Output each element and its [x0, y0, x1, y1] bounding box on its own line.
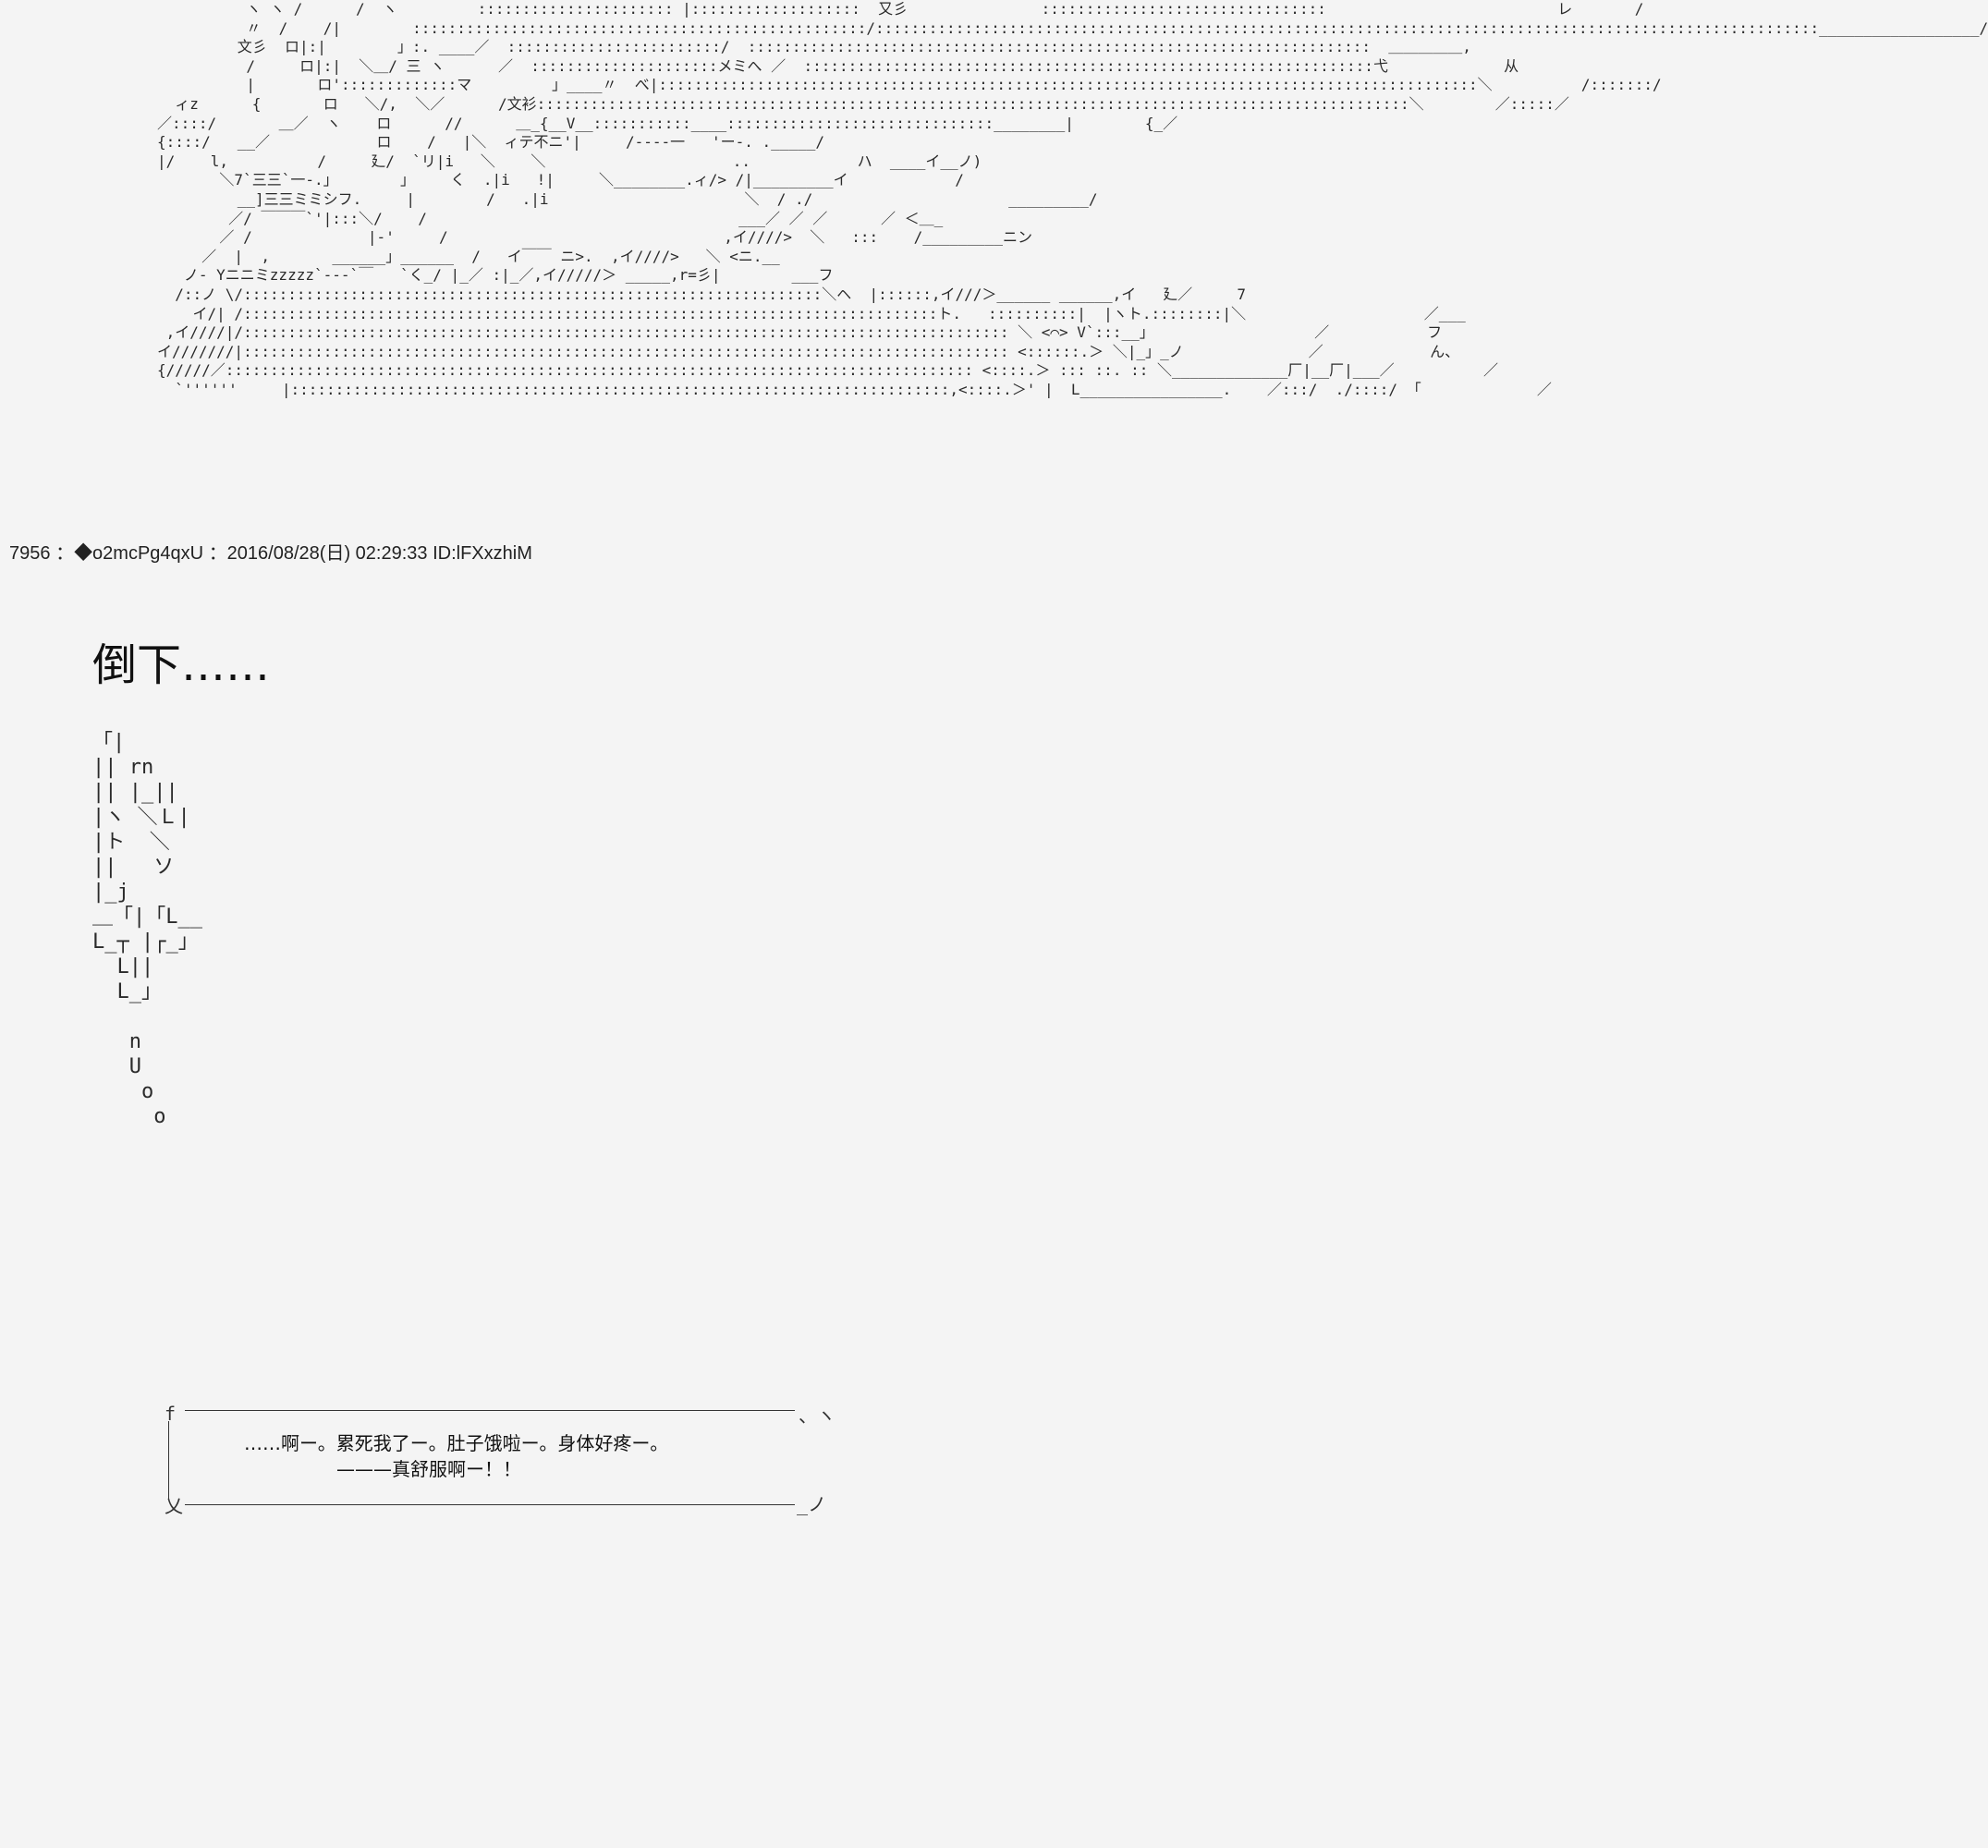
post-datetime: ：2016/08/28(日) 02:29:33	[208, 543, 428, 564]
main-text: 倒下……	[92, 639, 271, 691]
sound-effect-line: |ヽ ＼Ｌ|	[92, 806, 190, 829]
ascii-art-line: ノ‐ Yニニミzzzzz`--‐`￣ `く_/ |_／ :|_／,イ/////＞…	[157, 266, 834, 285]
ascii-art-line: ／::::/ ＿／ ヽ ロ // ＿_{__V__:::::::::::____…	[157, 114, 1178, 132]
speech-bubble-corner-bottom-right: _ノ	[797, 1493, 827, 1515]
ascii-art-line: |/ l, / 廴/ `リ|i ＼ ＼ .. ハ ____イ__ノ)	[157, 152, 982, 170]
speech-line-2: ———真舒服啊ー！！	[336, 1458, 521, 1480]
ascii-art-line: / ロ|:| ＼＿/ 三 ヽ ／ :::::::::::::::::::::メミ…	[157, 56, 1519, 75]
speech-bubble-corner-top-right: 、ヽ	[799, 1404, 835, 1427]
speech-bubble-corner-top-left: f	[165, 1403, 177, 1425]
speech-bubble: f 、ヽ 乂 _ノ ……啊ー。累死我了ー。肚子饿啦ー。身体好疼ー。 ———真舒服…	[165, 1403, 835, 1517]
sound-effect-line: || |_||	[92, 781, 178, 804]
sound-effect-line: L_┬ |┌_」	[92, 930, 199, 954]
sound-effect-line: o	[92, 1080, 154, 1103]
ascii-art-line: ＼7`三三`一-.」 」 く .|i !| ＼________.ィ/> /|__…	[157, 171, 964, 189]
ascii-art-line: ／/ ￣￣￣`'|:::＼/ / ___／ ／ ／ ／ ＜＿_	[157, 209, 944, 227]
speech-bubble-bottom-border	[185, 1504, 795, 1505]
sound-effect-lines: 「| || rn || |_|| |ヽ ＼Ｌ| |ト ＼ || ソ |_j ＿「…	[92, 730, 240, 1129]
ascii-art-line: ／ / |‐' / ,イ////> ＼ ::: /_________ニン	[157, 228, 1032, 247]
speech-bubble-left-border	[168, 1421, 169, 1499]
speech-bubble-top-border	[185, 1410, 795, 1411]
ascii-art-line: {::::/ __／ ロ / |＼ ィテ不ニ'| /‐‐‐‐一 'ー‐. .__…	[157, 133, 824, 152]
speech-bubble-corner-bottom-left: 乂	[165, 1495, 183, 1517]
sound-effect-line: L_」	[92, 980, 162, 1003]
sound-effect-line: n	[92, 1030, 141, 1053]
ascii-art-line: __]三三ミミシフ. | / .|i ＼ / ./ _________/	[157, 189, 1098, 208]
post-separator: ：	[55, 543, 75, 564]
ascii-art-line: {/////／:::::::::::::::::::::::::::::::::…	[157, 361, 1498, 380]
sound-effect-art: 「| || rn || |_|| |ヽ ＼Ｌ| |ト ＼ || ソ |_j ＿「…	[92, 730, 240, 1128]
sound-effect-line: |ト ＼	[92, 831, 170, 854]
sound-effect-line: || ソ	[92, 856, 175, 879]
ascii-art-line: `'''''' |:::::::::::::::::::::::::::::::…	[157, 380, 1552, 398]
ascii-art-line: イ///////|:::::::::::::::::::::::::::::::…	[157, 342, 1460, 360]
poster-id: ID:lFXxzhiM	[433, 543, 532, 564]
sound-effect-line: ＿「|「L__	[92, 906, 202, 929]
ascii-art-line: 文彡 ロ|:| 」:. ____／ ::::::::::::::::::::::…	[157, 38, 1471, 56]
ascii-art-line: ィz { ロ ＼/, ＼／ /文衫:::::::::::::::::::::::…	[157, 94, 1569, 113]
ascii-art-line: 〃 / /| :::::::::::::::::::::::::::::::::…	[157, 18, 1988, 37]
ascii-art-line: ,イ////|/::::::::::::::::::::::::::::::::…	[157, 323, 1443, 342]
post-header: 7956 ：◆o2mcPg4qxU ：2016/08/28(日) 02:29:3…	[9, 538, 532, 565]
ascii-art-line: ／ | , ______」______ / イ￣￣ ニ>. ,イ////> ＼ …	[157, 247, 780, 265]
ascii-art-line: ヽ ヽ / / ヽ :::::::::::::::::::::: |::::::…	[157, 0, 1644, 18]
poster-name: ◆o2mcPg4qxU	[74, 543, 204, 564]
ascii-art-line: /::ノ \/:::::::::::::::::::::::::::::::::…	[157, 285, 1246, 303]
sound-effect-line: |_j	[92, 881, 129, 904]
post-number: 7956	[9, 543, 51, 564]
sound-effect-line: o	[92, 1105, 166, 1128]
ascii-art-line: | ロ':::::::::::::マ 」____〃 べ|::::::::::::…	[157, 76, 1662, 94]
sound-effect-line: U	[92, 1055, 141, 1078]
ascii-art-line: イ/| /:::::::::::::::::::::::::::::::::::…	[157, 304, 1466, 322]
sound-effect-line: L||	[92, 955, 154, 979]
ascii-art-lines: ヽ ヽ / / ヽ :::::::::::::::::::::: |::::::…	[157, 0, 1988, 399]
ascii-art-illustration: ヽ ヽ / / ヽ :::::::::::::::::::::: |::::::…	[157, 0, 1988, 517]
sound-effect-line: 「|	[92, 731, 126, 754]
speech-line-1: ……啊ー。累死我了ー。肚子饿啦ー。身体好疼ー。	[244, 1432, 669, 1454]
sound-effect-line: || rn	[92, 756, 154, 779]
